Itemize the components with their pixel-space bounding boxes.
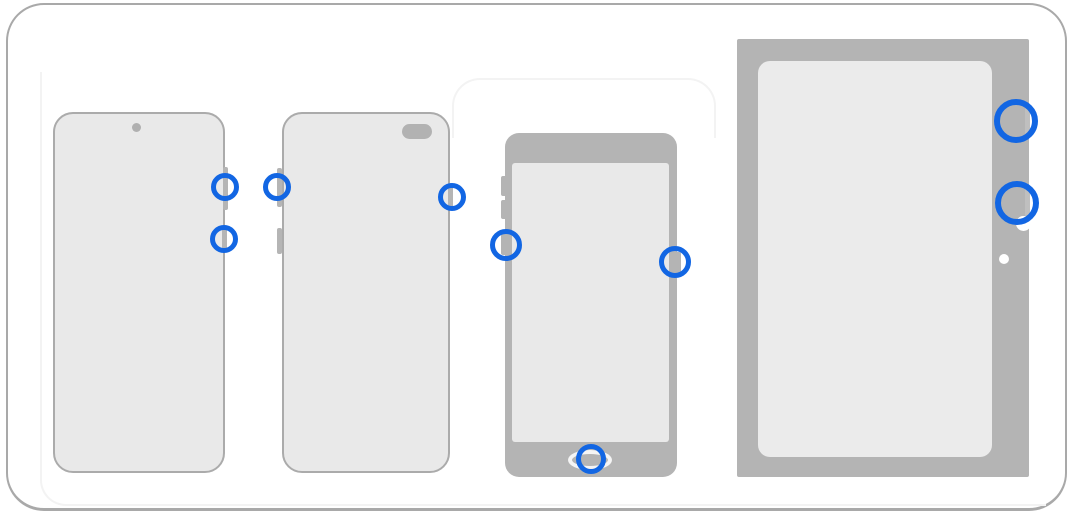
highlight-circle-power (438, 183, 466, 211)
front-camera-dot (132, 123, 141, 132)
tablet-screen (758, 61, 992, 457)
highlight-circle-power (659, 246, 691, 278)
front-camera-pill (402, 124, 432, 139)
highlight-circle-volume (211, 173, 239, 201)
highlight-circle-home (576, 444, 606, 474)
highlight-circle-left-button (490, 229, 522, 261)
left-lower-button (277, 228, 282, 254)
volume-up-button (501, 176, 507, 196)
highlight-circle-volume (995, 181, 1039, 225)
volume-down-button (501, 200, 507, 219)
front-camera-dot (999, 254, 1009, 264)
phone-1-body (53, 112, 225, 473)
highlight-circle-power (210, 225, 238, 253)
card-inner-faint-outline (40, 72, 1046, 506)
phone-3-screen (512, 163, 669, 442)
ghost-device-outline (452, 78, 716, 138)
highlight-circle-power (994, 99, 1038, 143)
highlight-circle-left-button (263, 173, 291, 201)
phone-2-body (282, 112, 450, 473)
